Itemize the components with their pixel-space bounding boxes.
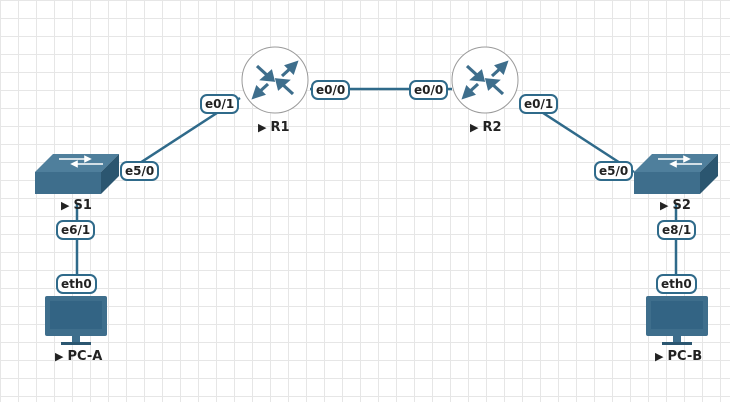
pc-b[interactable] <box>646 296 708 345</box>
device-name: R2 <box>482 120 502 135</box>
switch-s1[interactable] <box>35 154 119 194</box>
device-name: S2 <box>672 198 691 213</box>
device-label-pca[interactable]: ▶PC-A <box>55 349 102 364</box>
switch-icon <box>634 154 718 194</box>
play-icon: ▶ <box>470 121 479 134</box>
router-icon <box>251 60 299 100</box>
device-label-pcb[interactable]: ▶PC-B <box>655 349 702 364</box>
play-icon: ▶ <box>660 199 669 212</box>
router-r1[interactable] <box>241 46 309 114</box>
play-icon: ▶ <box>55 350 64 363</box>
play-icon: ▶ <box>655 350 664 363</box>
device-name: PC-B <box>667 349 703 364</box>
pc-a[interactable] <box>45 296 107 345</box>
router-r2[interactable] <box>451 46 519 114</box>
port-s2-e8-1: e8/1 <box>657 220 697 240</box>
device-name: PC-A <box>67 349 103 364</box>
pc-icon <box>646 296 708 345</box>
port-r1-e0-0: e0/0 <box>311 80 351 100</box>
device-label-r2[interactable]: ▶R2 <box>470 120 502 135</box>
device-name: S1 <box>73 198 92 213</box>
port-pcb-eth0: eth0 <box>656 274 697 294</box>
switch-s2[interactable] <box>634 154 718 194</box>
pc-icon <box>45 296 107 345</box>
device-label-s1[interactable]: ▶S1 <box>61 198 92 213</box>
play-icon: ▶ <box>61 199 70 212</box>
play-icon: ▶ <box>258 121 267 134</box>
port-pca-eth0: eth0 <box>56 274 97 294</box>
router-icon <box>461 60 509 100</box>
port-s2-e5-0: e5/0 <box>594 161 634 181</box>
port-r1-e0-1: e0/1 <box>200 94 240 114</box>
port-s1-e6-1: e6/1 <box>56 220 96 240</box>
device-name: R1 <box>270 120 290 135</box>
switch-icon <box>35 154 119 194</box>
device-label-s2[interactable]: ▶S2 <box>660 198 691 213</box>
device-label-r1[interactable]: ▶R1 <box>258 120 290 135</box>
port-r2-e0-1: e0/1 <box>519 94 559 114</box>
port-r2-e0-0: e0/0 <box>409 80 449 100</box>
port-s1-e5-0: e5/0 <box>120 161 160 181</box>
